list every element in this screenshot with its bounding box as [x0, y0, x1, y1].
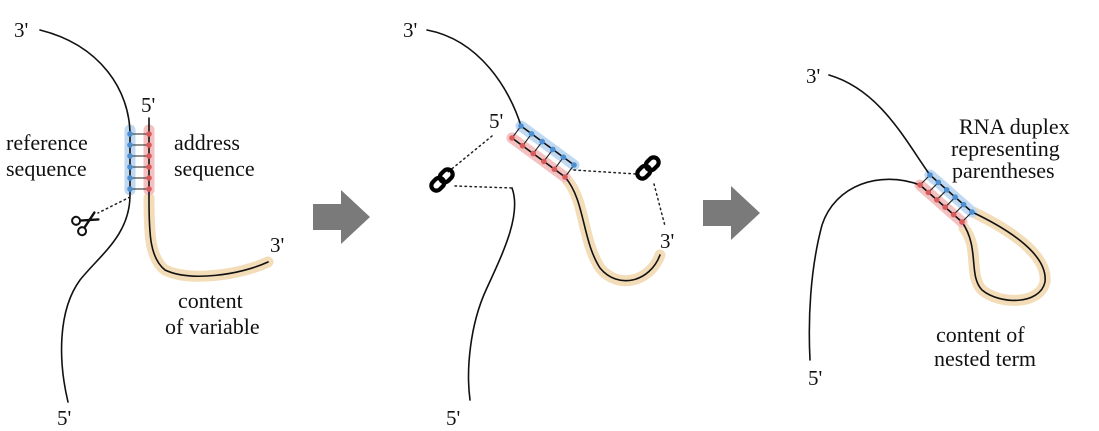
panel-2: 3' 5' 5' 3'	[403, 18, 674, 430]
duplex-label-line2: representing	[951, 136, 1060, 161]
p2-5prime-bottom: 5'	[446, 406, 460, 430]
content-label-line2: of variable	[165, 314, 260, 339]
p2-long-strand-lower	[467, 187, 516, 401]
arrow-right-icon	[313, 190, 370, 244]
p2-dotted-left-upper	[447, 135, 493, 173]
p2-5prime-inner: 5'	[489, 109, 503, 133]
arrow-right-icon	[703, 186, 760, 240]
p3-content-label-line2: nested term	[934, 346, 1036, 371]
chain-link-icon	[635, 155, 661, 181]
p3-long-strand-upper	[828, 74, 973, 213]
p2-3prime-inner: 3'	[660, 229, 674, 253]
reference-label-line2: sequence	[6, 156, 87, 181]
chain-link-icon	[429, 167, 455, 193]
p3-loop-content	[961, 211, 1046, 302]
p2-dotted-right-lower	[653, 183, 666, 227]
p3-5prime-bottom: 5'	[808, 366, 822, 390]
p3-3prime-top: 3'	[806, 64, 820, 88]
p1-5prime-address: 5'	[141, 93, 155, 117]
p3-base-pairs	[917, 172, 975, 225]
p1-3prime-content: 3'	[270, 233, 284, 257]
address-label-line1: address	[174, 130, 240, 155]
p2-long-strand-upper	[426, 29, 575, 166]
duplex-label-line3: parentheses	[952, 158, 1055, 183]
content-label-line1: content	[178, 288, 243, 313]
reference-strand	[39, 29, 131, 403]
p2-dotted-right-upper	[573, 169, 637, 175]
scissors-icon	[71, 211, 100, 237]
p1-5prime-bottom: 5'	[57, 406, 71, 430]
address-label-line2: sequence	[174, 156, 255, 181]
duplex-label-line1: RNA duplex	[959, 114, 1070, 139]
reference-label-line1: reference	[6, 130, 88, 155]
panel-3: 3' 5' RNA duplex representing parenthese…	[806, 64, 1070, 390]
p2-base-pairs	[509, 123, 577, 180]
p3-long-strand-lower	[808, 178, 921, 361]
panel-1: 3' 5' 5' 3' reference sequence address s…	[6, 18, 284, 430]
p2-address-strand	[511, 137, 661, 282]
address-strand	[148, 117, 269, 277]
p2-content-highlight	[561, 174, 666, 287]
p3-content-highlight	[958, 206, 1051, 306]
base-pairs	[127, 131, 152, 192]
p2-dotted-left-lower	[454, 185, 513, 189]
p1-3prime-top: 3'	[14, 18, 28, 42]
p3-content-label-line1: content of	[936, 322, 1025, 347]
content-highlight	[143, 192, 274, 282]
cut-line	[97, 196, 131, 214]
p2-3prime-top: 3'	[403, 18, 417, 42]
